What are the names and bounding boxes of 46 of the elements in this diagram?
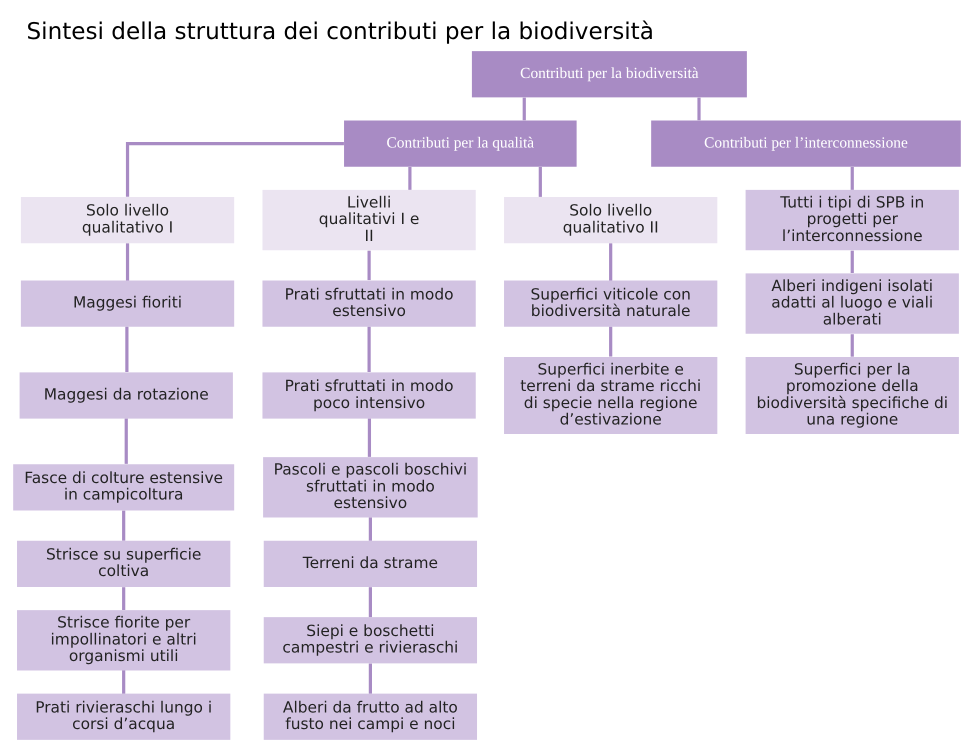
node-box: Livelli qualitativi I e II [262, 190, 476, 250]
node-box: Superfici per la promozione della biodiversità specifiche di una regione [746, 356, 959, 434]
node-box: Maggesi da rotazione [20, 372, 233, 419]
node-box: Contributi per la qualità [344, 120, 577, 167]
node-box: Alberi da frutto ad alto fusto nei campi e noci [264, 694, 478, 740]
diagram-title: Sintesi della struttura dei contributi per la biodiversità [26, 18, 654, 45]
node-box: Superfici viticole con biodiversità naturale [504, 280, 718, 327]
node-box: Terreni da strame [264, 540, 478, 587]
connector [522, 98, 526, 120]
connector [850, 334, 854, 357]
node-box: Prati rivieraschi lungo i corsi d’acqua [17, 694, 230, 740]
connector [126, 243, 130, 280]
node-box: Prati sfruttati in modo poco intensivo [262, 372, 476, 419]
connector [850, 167, 854, 190]
connector [609, 326, 612, 357]
node-box: Contributi per l’interconnessione [651, 120, 961, 167]
connector [124, 418, 128, 464]
connector [368, 664, 372, 694]
connector [408, 167, 412, 190]
connector [368, 418, 372, 457]
connector [697, 98, 701, 120]
connector [122, 587, 126, 610]
connector [125, 326, 128, 372]
node-box: Prati sfruttati in modo estensivo [262, 280, 476, 327]
connector [368, 518, 372, 541]
node-box: Siepi e boschetti campestri e rivieraschi [264, 617, 478, 664]
node-box: Solo livello qualitativo II [504, 196, 718, 244]
node-box: Superfici inerbite e terreni da strame ricchi di specie nella regione d’estivazione [504, 356, 718, 434]
node-box: Strisce su superficie coltiva [17, 540, 230, 587]
node-box: Tutti i tipi di SPB in progetti per l’interconnessione [746, 190, 959, 250]
node-box: Alberi indigeni isolati adatti al luogo e viali alberati [746, 273, 959, 334]
node-box: Contributi per la biodiversità [472, 51, 747, 98]
node-box: Solo livello qualitativo I [20, 196, 234, 244]
connector [368, 326, 371, 372]
connector [126, 142, 344, 197]
connector [368, 587, 372, 618]
node-box: Fasce di colture estensive in campicoltura [13, 464, 234, 510]
connector [368, 250, 371, 280]
connector [538, 167, 542, 197]
node-box: Pascoli e pascoli boschivi sfruttati in modo estensivo [263, 457, 478, 518]
connector [122, 510, 126, 541]
connector [122, 670, 126, 694]
node-box: Maggesi fioriti [20, 280, 234, 327]
node-box: Strisce fiorite per impollinatori e altri organismi utili [17, 610, 230, 670]
connector [609, 243, 612, 280]
connector [850, 250, 854, 273]
